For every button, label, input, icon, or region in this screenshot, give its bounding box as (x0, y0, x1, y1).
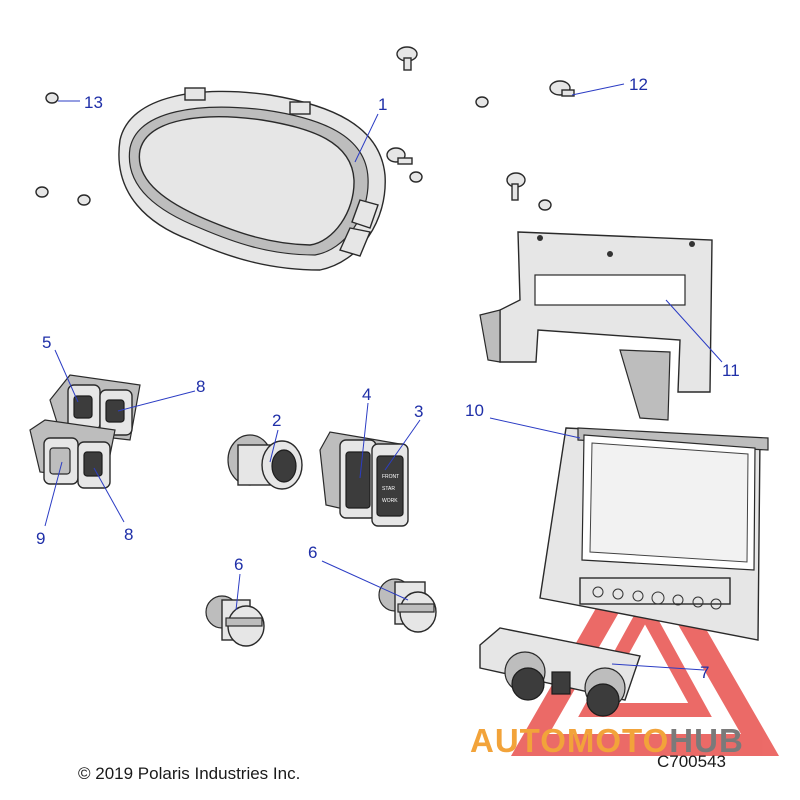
callout-2: 2 (272, 411, 281, 430)
display-unit (539, 427, 769, 641)
fastener-mid-1 (386, 147, 413, 165)
switch-text-line2: STAR (382, 486, 395, 492)
watermark-text: AUTOMOTOHUB (470, 722, 744, 760)
diagram-code: C700543 (657, 752, 727, 771)
fastener-left-2 (77, 194, 91, 206)
callout-8-bottom: 8 (124, 525, 133, 544)
fastener-right-1 (475, 96, 489, 108)
callout-6-right: 6 (308, 543, 317, 562)
fastener-mid-2 (409, 171, 423, 183)
instrument-cluster (118, 87, 386, 271)
copyright-notice: © 2019 Polaris Industries Inc. (78, 764, 301, 783)
callout-6-left: 6 (234, 555, 243, 574)
control-panel (479, 627, 641, 717)
callout-13: 13 (84, 93, 103, 112)
callout-10: 10 (465, 401, 484, 420)
watermark-text-part2: HUB (669, 722, 744, 759)
paired-switches: FRONT STAR WORK (319, 431, 409, 527)
fastener-13-top-left (45, 92, 59, 104)
callout-1: 1 (378, 95, 387, 114)
callout-9: 9 (36, 529, 45, 548)
rotary-switch (227, 434, 303, 490)
knob-left (205, 595, 265, 647)
fastener-right-2 (506, 172, 526, 201)
callout-12: 12 (629, 75, 648, 94)
callout-8-top: 8 (196, 377, 205, 396)
switch-text-line3: WORK (382, 498, 398, 504)
callout-labels: 1 13 12 11 10 7 2 4 3 5 8 8 9 6 6 (36, 75, 740, 682)
leader-lines (44, 83, 723, 671)
switch-text-line1: FRONT (382, 474, 399, 480)
callout-5: 5 (42, 333, 51, 352)
switch-cluster (29, 374, 141, 489)
callout-4: 4 (362, 385, 371, 404)
fastener-12-top-right (549, 80, 575, 97)
knob-right (378, 578, 437, 633)
callout-3: 3 (414, 402, 423, 421)
callout-11: 11 (722, 361, 740, 380)
fastener-right-3 (538, 199, 552, 211)
watermark-text-part1: AUTOMOTO (470, 722, 670, 759)
callout-7: 7 (700, 663, 709, 682)
fastener-top-center (396, 46, 418, 71)
fastener-left-1 (35, 186, 49, 198)
display-bracket (479, 231, 713, 421)
